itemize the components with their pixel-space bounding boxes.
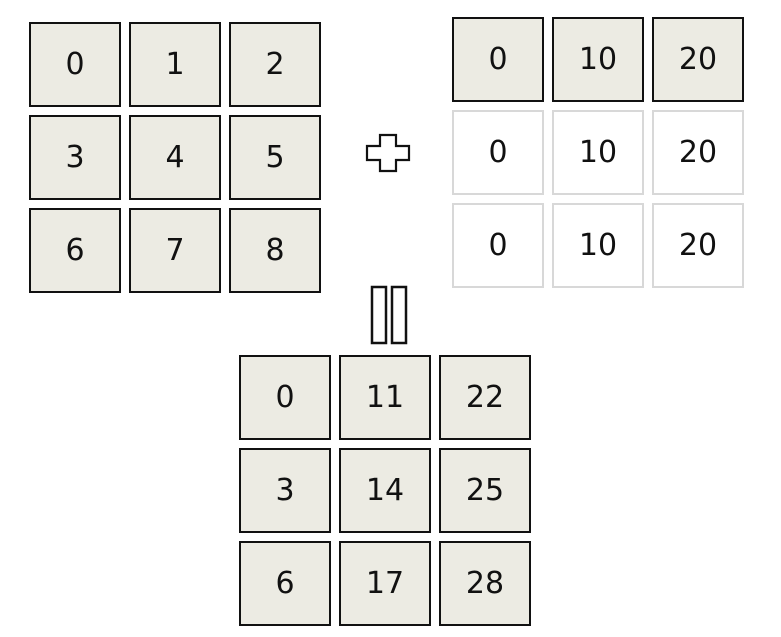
result-cell: 3 — [239, 448, 331, 533]
matrix-a-cell: 4 — [129, 115, 221, 200]
matrix-a-cell: 3 — [29, 115, 121, 200]
result-cell: 22 — [439, 355, 531, 440]
result-cell: 25 — [439, 448, 531, 533]
matrix-b-cell: 0 — [452, 110, 544, 195]
matrix-a-cell: 0 — [29, 22, 121, 107]
matrix-a-cell: 8 — [229, 208, 321, 293]
matrix-b-cell: 20 — [652, 110, 744, 195]
matrix-b-cell: 10 — [552, 17, 644, 102]
matrix-b-cell: 20 — [652, 203, 744, 288]
equals-icon — [370, 285, 408, 345]
matrix-b-cell: 0 — [452, 17, 544, 102]
matrix-b-cell: 0 — [452, 203, 544, 288]
matrix-a-cell: 7 — [129, 208, 221, 293]
matrix-b-cell: 20 — [652, 17, 744, 102]
matrix-b-cell: 10 — [552, 110, 644, 195]
result-cell: 28 — [439, 541, 531, 626]
result-cell: 6 — [239, 541, 331, 626]
result-cell: 17 — [339, 541, 431, 626]
matrix-a-cell: 5 — [229, 115, 321, 200]
plus-icon — [365, 133, 411, 173]
result-cell: 11 — [339, 355, 431, 440]
matrix-a-cell: 2 — [229, 22, 321, 107]
matrix-a-cell: 6 — [29, 208, 121, 293]
matrix-a-cell: 1 — [129, 22, 221, 107]
result-cell: 0 — [239, 355, 331, 440]
matrix-b-cell: 10 — [552, 203, 644, 288]
result-cell: 14 — [339, 448, 431, 533]
